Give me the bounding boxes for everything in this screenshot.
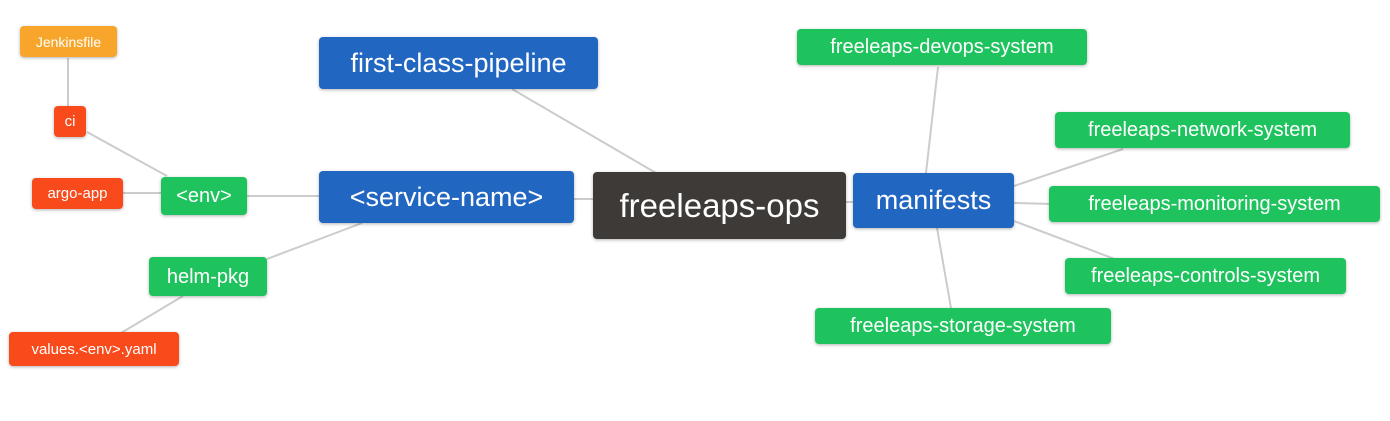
- edge-manifests-monitoring-system: [1013, 202, 1053, 205]
- edge-manifests-devops-system: [925, 66, 939, 174]
- edge-manifests-controls-system: [1013, 220, 1121, 262]
- node-freeleaps-storage-system[interactable]: freeleaps-storage-system: [815, 308, 1111, 344]
- node-argo-app[interactable]: argo-app: [32, 178, 123, 209]
- edge-manifests-network-system: [1013, 148, 1124, 187]
- edge-service-name-helm-pkg: [266, 222, 363, 260]
- node-helm-pkg[interactable]: helm-pkg: [149, 257, 267, 296]
- node-ci[interactable]: ci: [54, 106, 86, 137]
- node-first-class-pipeline[interactable]: first-class-pipeline: [319, 37, 598, 89]
- edge-ci-env: [86, 131, 168, 177]
- node-jenkinsfile[interactable]: Jenkinsfile: [20, 26, 117, 57]
- edge-helm-pkg-values-env-yaml: [120, 295, 184, 334]
- node-freeleaps-monitoring-system[interactable]: freeleaps-monitoring-system: [1049, 186, 1380, 222]
- node-freeleaps-controls-system[interactable]: freeleaps-controls-system: [1065, 258, 1346, 294]
- edge-first-class-pipeline-freeleaps-ops: [511, 88, 657, 174]
- node-env[interactable]: <env>: [161, 177, 247, 215]
- node-manifests[interactable]: manifests: [853, 173, 1014, 228]
- node-values-env-yaml[interactable]: values.<env>.yaml: [9, 332, 179, 366]
- node-service-name[interactable]: <service-name>: [319, 171, 574, 223]
- edge-manifests-storage-system: [936, 227, 952, 309]
- node-freeleaps-ops[interactable]: freeleaps-ops: [593, 172, 846, 239]
- node-freeleaps-devops-system[interactable]: freeleaps-devops-system: [797, 29, 1087, 65]
- node-freeleaps-network-system[interactable]: freeleaps-network-system: [1055, 112, 1350, 148]
